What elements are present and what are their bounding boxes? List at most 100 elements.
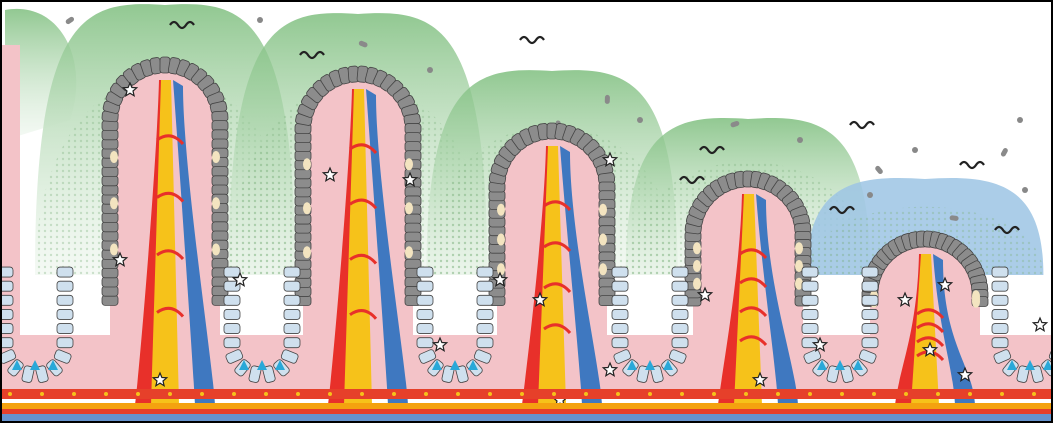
spiral-bacterium — [520, 37, 544, 43]
smooth-muscle-nucleus — [872, 392, 876, 396]
goblet-cell — [405, 158, 413, 170]
smooth-muscle-nucleus — [840, 392, 844, 396]
crypt-cell — [284, 267, 300, 277]
goblet-cell — [303, 246, 311, 258]
goblet-cell — [405, 246, 413, 258]
crypt-cell — [224, 338, 240, 348]
rod-bacterium — [874, 165, 884, 175]
coccus-bacterium — [637, 117, 643, 123]
enterocyte — [212, 139, 228, 149]
enterocyte — [102, 213, 118, 223]
smooth-muscle-nucleus — [552, 392, 556, 396]
enterocyte — [102, 268, 118, 278]
enterocyte — [295, 214, 311, 224]
enterocyte — [102, 222, 118, 232]
crypt-cell — [802, 295, 818, 305]
smooth-muscle-nucleus — [520, 392, 524, 396]
enterocyte — [295, 178, 311, 188]
crypt-cell — [284, 309, 300, 319]
coccus-bacterium — [1017, 117, 1023, 123]
enterocyte — [102, 185, 118, 195]
crypt-cell — [992, 324, 1008, 334]
crypt-cell — [802, 281, 818, 291]
coccus-bacterium — [257, 17, 263, 23]
goblet-cell — [405, 202, 413, 214]
smooth-muscle-nucleus — [904, 392, 908, 396]
muscularis-and-submucosa — [0, 389, 1053, 422]
crypt-cell — [224, 309, 240, 319]
crypt-cell — [57, 267, 73, 277]
enterocyte — [295, 133, 311, 143]
smooth-muscle-nucleus — [456, 392, 460, 396]
crypt-cell — [672, 295, 688, 305]
crypt-cell — [224, 324, 240, 334]
enterocyte — [405, 124, 421, 134]
enterocyte — [295, 223, 311, 233]
coccus-bacterium — [797, 137, 803, 143]
crypt-cell — [417, 281, 433, 291]
enterocyte — [405, 214, 421, 224]
crypt-cell — [672, 267, 688, 277]
crypt-cell — [477, 324, 493, 334]
submucosa-band — [0, 409, 1053, 414]
smooth-muscle-nucleus — [360, 392, 364, 396]
crypt-cell — [224, 267, 240, 277]
smooth-muscle-nucleus — [136, 392, 140, 396]
crypt-cell — [477, 338, 493, 348]
smooth-muscle-nucleus — [488, 392, 492, 396]
coccus-bacterium — [867, 192, 873, 198]
crypt-cell — [672, 309, 688, 319]
enterocyte — [212, 231, 228, 241]
smooth-muscle-nucleus — [200, 392, 204, 396]
goblet-cell — [110, 151, 118, 163]
crypt-cell — [57, 309, 73, 319]
enterocyte — [212, 185, 228, 195]
enterocyte — [212, 176, 228, 186]
enterocyte — [295, 142, 311, 152]
enterocyte — [405, 232, 421, 242]
crypt-cell — [417, 338, 433, 348]
goblet-cell — [972, 296, 980, 308]
coccus-bacterium — [912, 147, 918, 153]
rod-bacterium — [65, 16, 75, 25]
enterocyte — [405, 142, 421, 152]
smooth-muscle-nucleus — [72, 392, 76, 396]
crypt-cell — [862, 267, 878, 277]
crypt-cell — [612, 267, 628, 277]
crypt-cell — [862, 281, 878, 291]
enterocyte — [405, 223, 421, 233]
muscularis-mucosae — [0, 389, 1053, 399]
smooth-muscle-nucleus — [776, 392, 780, 396]
goblet-cell — [212, 151, 220, 163]
crypt-cell — [612, 309, 628, 319]
crypt-cell — [672, 338, 688, 348]
crypt-cell — [862, 309, 878, 319]
crypt-cell — [992, 338, 1008, 348]
goblet-cell — [599, 234, 607, 246]
crypt-cell — [862, 295, 878, 305]
crypt-cell — [57, 324, 73, 334]
enterocyte — [102, 277, 118, 287]
smooth-muscle-nucleus — [264, 392, 268, 396]
smooth-muscle-nucleus — [328, 392, 332, 396]
crypt-cell — [417, 309, 433, 319]
goblet-cell — [599, 204, 607, 216]
enterocyte — [295, 232, 311, 242]
crypt-cell — [802, 324, 818, 334]
enterocyte — [102, 130, 118, 140]
smooth-muscle-nucleus — [936, 392, 940, 396]
crypt-cell — [862, 324, 878, 334]
smooth-muscle-nucleus — [680, 392, 684, 396]
smooth-muscle-nucleus — [40, 392, 44, 396]
crypt-cell — [57, 295, 73, 305]
goblet-cell — [212, 244, 220, 256]
crypt-cell — [57, 338, 73, 348]
smooth-muscle-nucleus — [392, 392, 396, 396]
smooth-muscle-nucleus — [808, 392, 812, 396]
smooth-muscle-nucleus — [1032, 392, 1036, 396]
submucosa-band — [0, 414, 1053, 422]
crypt-cell — [802, 267, 818, 277]
crypt-cell — [612, 281, 628, 291]
